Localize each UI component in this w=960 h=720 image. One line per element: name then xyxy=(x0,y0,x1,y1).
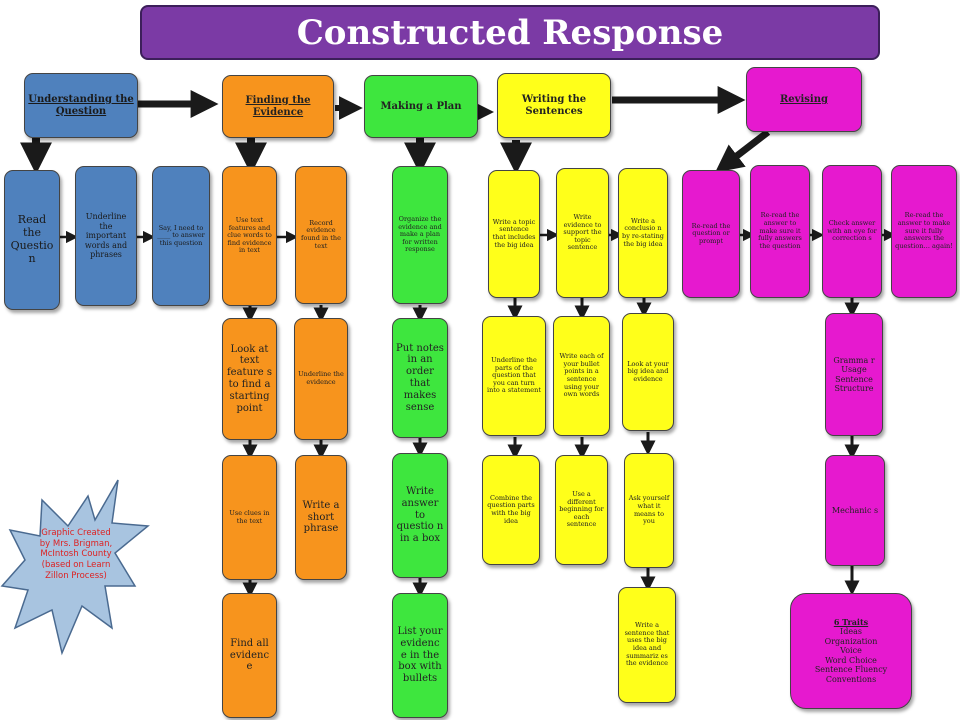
credit-text: Graphic Created by Mrs. Brigman, McIntos… xyxy=(39,528,113,581)
step-organize-evidence: Organize the evidence and make a plan fo… xyxy=(392,166,448,304)
step-put-notes-label: Put notes in an order that makes sense xyxy=(396,342,444,413)
step-use-clues-label: Use clues in the text xyxy=(229,508,270,525)
step-look-text-features: Look at text feature s to find a startin… xyxy=(222,318,277,440)
step-underline-parts: Underline the parts of the question that… xyxy=(482,316,546,436)
step-reread-question: Re-read the question or prompt xyxy=(682,170,740,298)
step-summary-sentence: Write a sentence that uses the big idea … xyxy=(618,587,676,703)
step-write-answer-box: Write answer to questio n in a box xyxy=(392,453,448,578)
step-write-short-phrase: Write a short phrase xyxy=(295,455,347,580)
step-different-beginning-label: Use a different beginning for each sente… xyxy=(559,489,604,529)
step-look-big-idea: Look at your big idea and evidence xyxy=(622,313,674,431)
header-plan-label: Making a Plan xyxy=(380,100,462,112)
step-reread-again: Re-read the answer to make sure it fully… xyxy=(891,165,957,298)
step-reread-answer-label: Re-read the answer to make sure it fully… xyxy=(758,211,802,250)
step-write-answer-box-label: Write answer to questio n in a box xyxy=(396,486,444,545)
starburst-shape xyxy=(0,479,150,656)
trait-item: Ideas xyxy=(840,627,862,637)
step-write-conclusion: Write a conclusio n by re-stating the bi… xyxy=(618,168,668,298)
step-summary-sentence-label: Write a sentence that uses the big idea … xyxy=(624,621,670,668)
step-reread-question-label: Re-read the question or prompt xyxy=(691,221,731,245)
header-writing: Writing the Sentences xyxy=(497,73,611,138)
step-find-all-evidence-label: Find all evidenc e xyxy=(229,637,270,673)
step-topic-sentence-label: Write a topic sentence that includes the… xyxy=(492,217,536,249)
header-revising: Revising xyxy=(746,67,862,132)
step-use-text-features-label: Use text features and clue words to find… xyxy=(227,215,272,255)
step-underline-important-label: Underline the important words and phrase… xyxy=(84,212,128,260)
step-list-evidence-label: List your evidenc e in the box with bull… xyxy=(397,626,443,685)
header-writing-label: Writing the Sentences xyxy=(521,93,587,117)
step-grammar-usage: Gramma r Usage Sentence Structure xyxy=(825,313,883,436)
step-write-evidence: Write evidence to support the topic sent… xyxy=(556,168,609,298)
step-check-answer: Check answer with an eye for correction … xyxy=(822,165,882,298)
step-read-question-label: Read the Questio n xyxy=(10,213,54,265)
step-combine-parts-label: Combine the question parts with the big … xyxy=(487,493,535,525)
header-plan: Making a Plan xyxy=(364,75,478,138)
header-finding-label: Finding the Evidence xyxy=(245,94,311,118)
trait-item: Conventions xyxy=(825,674,877,684)
step-record-evidence-label: Record evidence found in the text xyxy=(301,218,341,250)
step-underline-evidence-label: Underline the evidence xyxy=(298,370,344,386)
step-combine-parts: Combine the question parts with the big … xyxy=(482,455,540,565)
step-say-need: Say, I need to ____ to answer this quest… xyxy=(152,166,210,306)
step-underline-evidence: Underline the evidence xyxy=(294,318,348,440)
step-write-conclusion-label: Write a conclusio n by re-stating the bi… xyxy=(622,216,664,248)
step-say-need-label: Say, I need to ____ to answer this quest… xyxy=(157,223,205,247)
header-finding: Finding the Evidence xyxy=(222,75,334,138)
step-each-bullet-label: Write each of your bullet points in a se… xyxy=(559,352,604,399)
step-use-clues: Use clues in the text xyxy=(222,455,277,580)
step-different-beginning: Use a different beginning for each sente… xyxy=(555,455,608,565)
step-read-question: Read the Questio n xyxy=(4,170,60,310)
step-list-evidence: List your evidenc e in the box with bull… xyxy=(392,593,448,718)
step-use-text-features: Use text features and clue words to find… xyxy=(222,166,277,306)
header-understanding: Understanding the Question xyxy=(24,73,138,138)
trait-item: Word Choice xyxy=(825,655,877,665)
step-look-big-idea-label: Look at your big idea and evidence xyxy=(627,359,669,383)
step-find-all-evidence: Find all evidenc e xyxy=(222,593,277,718)
trait-item: Voice xyxy=(840,646,862,656)
step-mechanics: Mechanic s xyxy=(825,455,885,566)
step-write-evidence-label: Write evidence to support the topic sent… xyxy=(563,212,602,252)
step-look-text-features-label: Look at text feature s to find a startin… xyxy=(226,343,273,414)
trait-item: Sentence Fluency xyxy=(814,665,888,675)
six-traits-title: 6 Traits xyxy=(833,616,869,627)
step-underline-parts-label: Underline the parts of the question that… xyxy=(487,355,541,395)
trait-item: Organization xyxy=(824,636,878,646)
step-write-short-phrase-label: Write a short phrase xyxy=(302,499,340,535)
step-check-answer-label: Check answer with an eye for correction … xyxy=(827,219,877,243)
step-ask-yourself: Ask yourself what it means to you xyxy=(624,453,674,568)
step-organize-evidence-label: Organize the evidence and make a plan fo… xyxy=(398,214,442,254)
header-revising-label: Revising xyxy=(780,93,828,105)
step-mechanics-label: Mechanic s xyxy=(831,505,879,515)
step-topic-sentence: Write a topic sentence that includes the… xyxy=(488,170,540,298)
header-understanding-label: Understanding the Question xyxy=(28,93,134,117)
page-title: Constructed Response xyxy=(140,5,880,60)
step-six-traits: 6 Traits Ideas Organization Voice Word C… xyxy=(790,593,912,709)
step-put-notes: Put notes in an order that makes sense xyxy=(392,318,448,438)
step-underline-important: Underline the important words and phrase… xyxy=(75,166,137,306)
step-reread-answer: Re-read the answer to make sure it fully… xyxy=(750,165,810,298)
step-record-evidence: Record evidence found in the text xyxy=(295,166,347,304)
step-reread-again-label: Re-read the answer to make sure it fully… xyxy=(895,211,953,250)
step-grammar-usage-label: Gramma r Usage Sentence Structure xyxy=(833,355,875,393)
step-each-bullet: Write each of your bullet points in a se… xyxy=(553,316,610,436)
credit-starburst: Graphic Created by Mrs. Brigman, McIntos… xyxy=(0,478,150,668)
step-ask-yourself-label: Ask yourself what it means to you xyxy=(628,494,670,526)
